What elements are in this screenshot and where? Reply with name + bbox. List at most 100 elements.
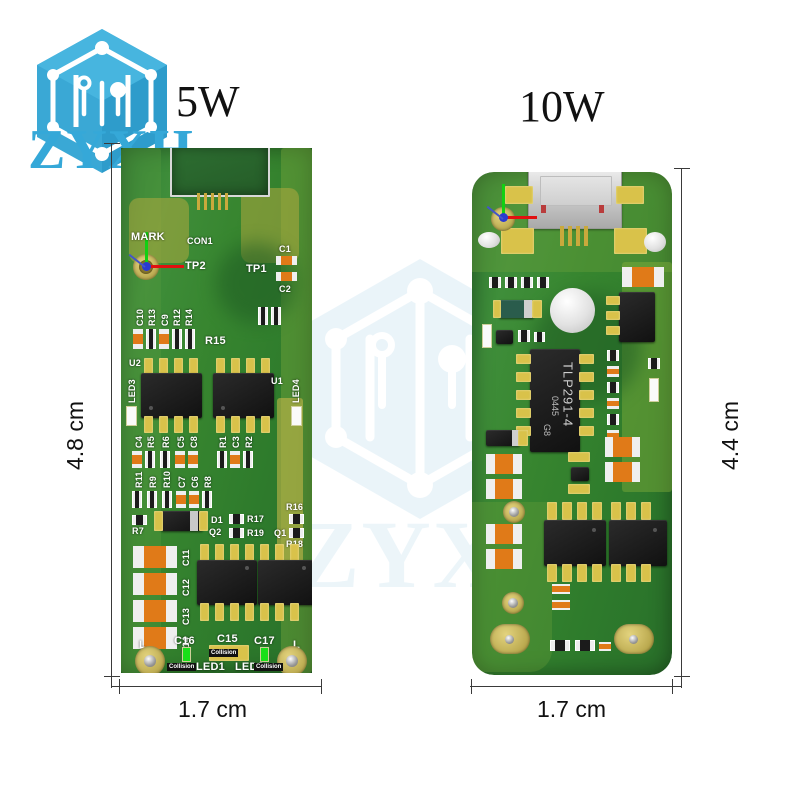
collision-tag: Collision [209, 649, 239, 657]
component-r19 [229, 528, 244, 538]
component-r3 [271, 307, 281, 325]
board-hole-left [478, 232, 500, 248]
silk-label-led1: LED1 [196, 661, 225, 673]
ic-pad [641, 564, 651, 582]
ic-pad [547, 564, 557, 582]
component-smd [607, 398, 619, 409]
ic-pad [260, 603, 269, 621]
silk-label-r5: R5 [146, 436, 156, 448]
ic-pad [245, 603, 254, 621]
component-smd [518, 330, 530, 342]
ic-pad [189, 358, 198, 375]
silk-label-c13: C13 [181, 607, 191, 625]
ic-pad [245, 544, 254, 562]
silk-label-tp1: TP1 [246, 263, 267, 275]
component-c6 [189, 491, 199, 508]
con1-pin [197, 193, 200, 210]
ic-pad [290, 603, 299, 621]
component-r16 [289, 514, 304, 524]
silk-label-q2: Q2 [209, 527, 222, 537]
right-height-label: 4.4 cm [717, 400, 743, 470]
usb-shield-pad [505, 186, 533, 204]
collision-tag: Collision [167, 663, 197, 671]
component-c1 [276, 256, 297, 265]
ic-pad [230, 544, 239, 562]
component-bottom-ic-left [544, 520, 606, 566]
usb-pin [576, 226, 580, 246]
con1-pin [211, 193, 214, 210]
component-c17 [260, 647, 269, 662]
axis-y-arrow [502, 184, 505, 218]
component-smd [648, 358, 660, 369]
silk-label-r12: R12 [172, 308, 182, 326]
component-r13 [146, 329, 156, 349]
ic-pad [290, 544, 299, 562]
component-r2 [243, 451, 253, 468]
silk-label-r9: R9 [148, 476, 158, 488]
silk-label-l-left: L [139, 639, 146, 651]
silk-label-c7: C7 [177, 476, 187, 488]
silk-label-c17: C17 [254, 635, 275, 647]
component-r18 [289, 528, 304, 538]
silk-label-d1: D1 [211, 515, 223, 525]
right-board-title: 10W [519, 82, 605, 131]
component-diode-lower [486, 430, 520, 446]
mount-via-left-center [144, 655, 156, 667]
left-pcb-board-5w: CON1 MARK TP2 TP1 C1 C2 C10 R13 C9 R12 R… [121, 148, 312, 673]
d1-pad [154, 511, 163, 531]
silk-label-r11: R11 [134, 471, 144, 488]
silk-label-r13: R13 [147, 308, 157, 326]
component-smd-ic [571, 467, 589, 481]
ic-pad [516, 390, 531, 400]
ic-pin1-dot [149, 406, 153, 410]
component-r5 [145, 451, 155, 468]
left-dim-bottom-tick [104, 676, 120, 677]
silk-label-r16: R16 [286, 502, 304, 512]
left-board-title: 5W [176, 77, 240, 126]
right-width-label: 1.7 cm [537, 696, 607, 722]
con1-pin [225, 193, 228, 210]
chip-marking-part: TLP291-4 [560, 361, 576, 428]
silk-label-r1: R1 [218, 436, 228, 448]
ic-pad [215, 603, 224, 621]
collision-tag: Collision [254, 663, 284, 671]
component-bottom-ic-left [197, 560, 257, 605]
board-glow [216, 243, 296, 323]
right-dim-right-tick [672, 679, 673, 694]
ic-pad [231, 416, 240, 433]
silk-label-l-right: L [293, 639, 300, 651]
component-c10 [133, 329, 143, 349]
ic-pin1-dot [221, 406, 225, 410]
component-r6 [160, 451, 170, 468]
component-c14 [133, 627, 177, 649]
component-c4 [132, 451, 142, 468]
silk-label-r19: R19 [247, 528, 265, 538]
silk-label-r15: R15 [205, 335, 226, 347]
usb-pin [560, 226, 564, 246]
component-cap-orange [486, 454, 522, 474]
component-cap-orange [486, 549, 522, 569]
silk-label-con1: CON1 [187, 236, 213, 246]
component-smd [537, 277, 549, 288]
ic-pad [577, 502, 587, 520]
ic-pad [592, 502, 602, 520]
left-dim-top-tick [104, 143, 120, 144]
ic-pad [611, 502, 621, 520]
silk-label-c1: C1 [279, 244, 291, 254]
component-smd [607, 414, 619, 425]
component-smd [599, 642, 611, 651]
axis-y-arrow [145, 232, 148, 266]
right-dim-bottom-line [470, 686, 682, 687]
component-smd [575, 640, 595, 651]
usb-shield-pad [616, 186, 644, 204]
con1-connector [170, 148, 270, 197]
ic-pad [579, 408, 594, 418]
ic-pad [606, 311, 620, 320]
con1-pin [204, 193, 207, 210]
axis-origin-dot [142, 262, 151, 271]
component-r11 [132, 491, 142, 508]
ic-pad [174, 358, 183, 375]
component-smd [607, 382, 619, 393]
component-cap-orange [605, 437, 640, 457]
silk-label-r17: R17 [247, 514, 265, 524]
